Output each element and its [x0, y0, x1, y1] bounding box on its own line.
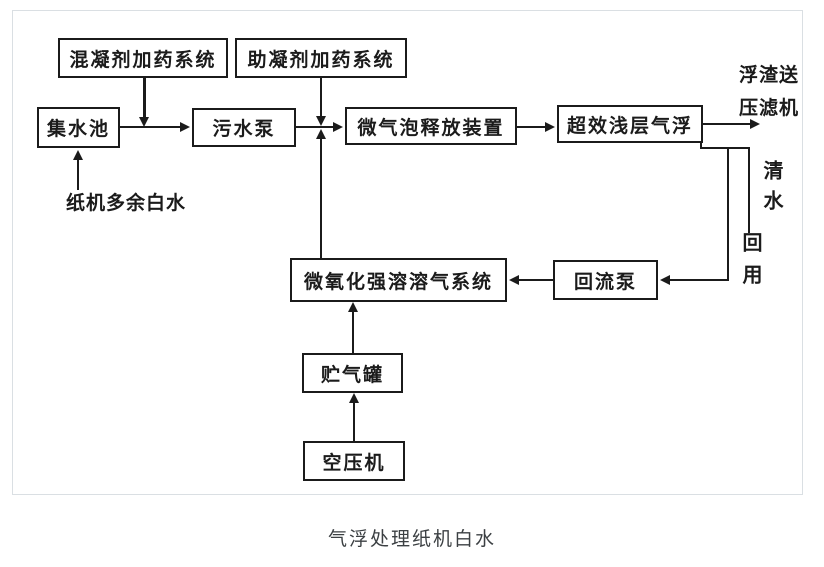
node-air-compressor: 空压机: [303, 441, 405, 481]
arrowhead-left-returnpump-to-system: [509, 275, 519, 285]
node-microbubble-release-device: 微气泡释放装置: [345, 107, 517, 145]
node-dissolved-air-system: 微氧化强溶溶气系统: [290, 258, 507, 302]
node-sewage-pump: 污水泵: [192, 108, 296, 147]
node-collection-tank: 集水池: [37, 107, 120, 148]
arrowhead-right-release-to-daf: [545, 122, 555, 132]
arrowhead-down-flocculant-dose-line: [316, 116, 326, 126]
node-flocculant-dosing-system: 助凝剂加药系统: [235, 38, 407, 78]
edge-recycle-branch: [727, 147, 729, 280]
figure-frame: [12, 10, 803, 495]
arrowhead-up-whitewater-inlet-line: [73, 150, 83, 160]
edge-flocculant-dose-line: [320, 78, 322, 118]
arrowhead-up-dissolvedair-to-junction: [316, 129, 326, 139]
label-reuse: 回用: [739, 232, 761, 296]
label-clear-water: 清水: [760, 160, 782, 220]
label-scum-line1: 浮渣送: [738, 65, 799, 86]
edge-returnpump-to-system: [515, 279, 553, 281]
node-shallow-daf-unit: 超效浅层气浮: [557, 105, 703, 143]
edge-release-to-daf: [517, 126, 551, 128]
arrowhead-right-collect-to-pump: [180, 122, 190, 132]
edge-airtank-to-system: [352, 312, 354, 353]
edge-whitewater-inlet-line: [77, 158, 79, 190]
edge-pump-to-release: [296, 126, 338, 128]
edge-clearwater-branch: [700, 147, 750, 149]
edge-collect-to-pump: [120, 126, 184, 128]
arrowhead-right-daf-to-press: [750, 119, 760, 129]
label-whitewater-inlet: 纸机多余白水: [65, 193, 186, 214]
edge-clearwater-branch: [748, 147, 750, 233]
edge-coagulant-dose-line: [143, 78, 146, 119]
arrowhead-left-recycle-branch: [660, 275, 670, 285]
arrowhead-up-airtank-to-system: [348, 302, 358, 312]
arrowhead-right-pump-to-release: [333, 122, 343, 132]
arrowhead-up-compressor-to-airtank: [349, 393, 359, 403]
edge-dissolvedair-to-junction: [320, 139, 322, 258]
node-return-pump: 回流泵: [553, 260, 658, 300]
arrowhead-down-coagulant-dose-line: [139, 117, 149, 127]
edge-recycle-branch: [668, 279, 729, 281]
node-air-storage-tank: 贮气罐: [302, 353, 403, 393]
edge-daf-to-press: [703, 123, 753, 125]
edge-compressor-to-airtank: [353, 403, 355, 441]
label-scum-line2: 压滤机: [738, 98, 799, 119]
node-coagulant-dosing-system: 混凝剂加药系统: [58, 38, 228, 78]
figure-caption: 气浮处理纸机白水: [327, 529, 496, 550]
edge-clearwater-branch: [700, 143, 702, 149]
